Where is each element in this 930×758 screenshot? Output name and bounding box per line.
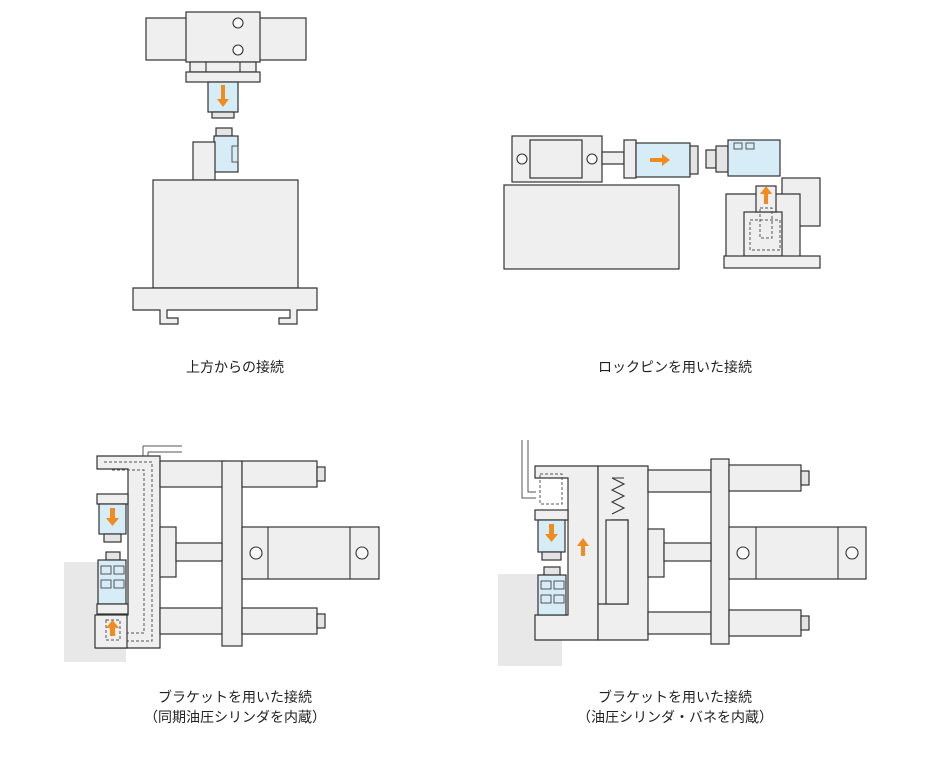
coupling-base <box>96 603 129 615</box>
caption-subtext: （同期油圧シリンダを内蔵） <box>144 710 326 726</box>
rod-end <box>800 615 810 631</box>
coupling-tip <box>543 566 561 576</box>
cylinder-cap <box>96 493 129 505</box>
rod-end <box>316 466 326 482</box>
flange-plate <box>185 71 261 83</box>
guide-plate <box>221 460 243 647</box>
caption-subtext: （油圧シリンダ・バネを内蔵） <box>577 710 773 726</box>
slide-bar <box>605 519 629 605</box>
arrow-right-icon <box>650 154 670 166</box>
mid-rod <box>663 542 712 562</box>
caption-lock-pin: ロックピンを用いた接続 <box>510 358 840 378</box>
arrow-down-icon <box>106 508 119 526</box>
caption-bracket-sync: ブラケットを用いた接続 （同期油圧シリンダを内蔵） <box>70 688 400 728</box>
pin-cap <box>623 139 637 179</box>
cylinder-cap <box>534 509 569 521</box>
bolt-hole <box>736 546 750 560</box>
panel-bracket-sync <box>64 445 380 662</box>
bolt-hole <box>232 44 244 56</box>
arrow-up-icon <box>760 186 772 204</box>
caption-bracket-spring: ブラケットを用いた接続 （油圧シリンダ・バネを内蔵） <box>510 688 840 728</box>
upper-rod-left <box>647 469 712 493</box>
lower-rod-left <box>647 611 712 635</box>
lower-rod-right <box>728 609 802 637</box>
caption-text: ブラケットを用いた接続 <box>598 690 752 706</box>
panel-top-connection <box>132 11 318 325</box>
arrow-down-icon <box>217 85 229 107</box>
bolt-hole <box>232 17 244 29</box>
bolt-hole <box>586 153 598 165</box>
upper-rod-left <box>159 460 226 488</box>
pin-end <box>689 145 699 175</box>
bolt-hole <box>355 546 369 560</box>
cylinder-tip <box>103 533 122 543</box>
panel-lock-pin <box>503 135 821 270</box>
receiver-cylinder <box>727 139 781 177</box>
lower-coupling-tip <box>215 127 233 137</box>
receiver-neck <box>715 145 729 173</box>
rod <box>601 151 625 165</box>
flange <box>189 61 257 73</box>
upper-rod-right <box>241 460 318 488</box>
panel-bracket-spring <box>498 440 867 666</box>
caption-text: ブラケットを用いた接続 <box>158 690 312 706</box>
caption-top-connection: 上方からの接続 <box>70 358 400 378</box>
receiver-tip <box>705 149 717 169</box>
coupling-cylinder <box>97 559 127 605</box>
coupling-base <box>192 141 216 181</box>
mid-block <box>647 528 665 578</box>
bolt-hole <box>249 546 263 560</box>
bolt-hole <box>516 153 528 165</box>
mid-rod <box>175 542 223 562</box>
base-plate-right <box>723 255 821 269</box>
slide-body <box>728 526 867 580</box>
arrow-up-icon <box>106 620 119 636</box>
upper-rod-right <box>728 464 802 492</box>
cylinder-tip <box>211 111 235 119</box>
arrow-down-icon <box>545 524 558 542</box>
bolt-hole <box>845 546 859 560</box>
rod-end <box>800 470 810 486</box>
arrow-up-icon <box>577 538 589 556</box>
left-body <box>503 184 680 270</box>
coupling-tip <box>105 551 121 561</box>
lower-rod-left <box>159 607 226 635</box>
lower-rod-right <box>241 607 318 635</box>
caption-text: ロックピンを用いた接続 <box>598 360 752 376</box>
guide-plate <box>710 458 730 645</box>
rail-center <box>529 139 583 179</box>
mid-block <box>159 526 177 578</box>
main-body <box>152 179 299 289</box>
rod-end <box>316 613 326 629</box>
mount-block <box>185 11 261 63</box>
lower-coupling <box>213 135 239 173</box>
caption-text: 上方からの接続 <box>186 360 284 376</box>
base-plate <box>132 287 318 325</box>
cylinder-tip <box>541 551 562 561</box>
